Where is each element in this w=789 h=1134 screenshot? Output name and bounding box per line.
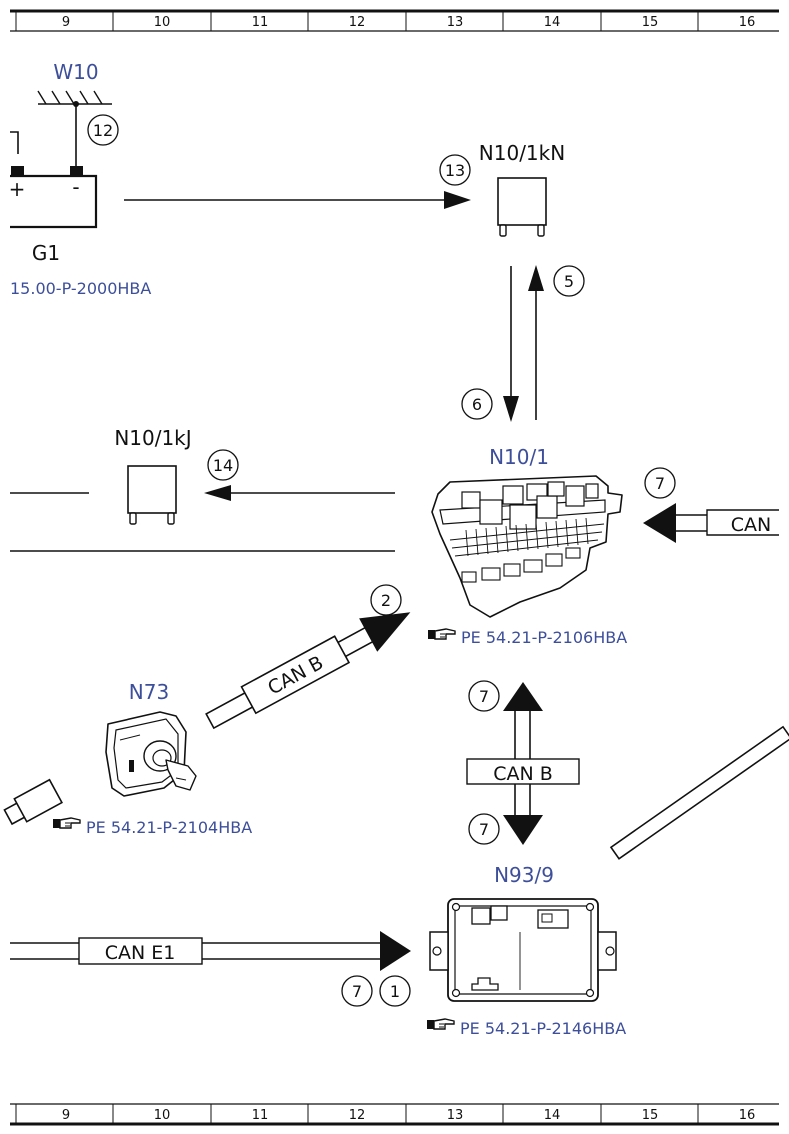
callout-7-up-number: 7 [479,687,489,706]
n10-1-reference: PE 54.21-P-2106HBA [428,628,627,647]
top-column-ruler: 9 10 11 12 13 14 15 16 [10,9,779,32]
ruler-col-10: 10 [154,15,171,30]
callout-13: 13 [439,154,471,186]
ruler-bottom-col-14: 14 [544,1108,561,1123]
callout-7-bottom-number: 7 [352,982,362,1001]
callout-14: 14 [207,449,239,481]
bottom-column-ruler: 9 10 11 12 13 14 15 16 [10,1103,779,1126]
n93-9-reference: PE 54.21-P-2146HBA [427,1018,626,1038]
ruler-bottom-col-10: 10 [154,1108,171,1123]
ruler-bottom-col-12: 12 [349,1108,366,1123]
n10-1-label: N10/1 [489,445,549,469]
w10-ground-point: W10 [37,60,112,170]
callout-7-right-number: 7 [655,474,665,493]
ruler-bottom-col-11: 11 [252,1108,269,1123]
g1-minus-terminal: - [72,175,79,199]
can-b-vertical-label: CAN B [493,763,553,785]
g1-battery: + - G1 15.00-P-2000HBA [9,131,151,298]
g1-reference: 15.00-P-2000HBA [10,279,151,298]
pointing-hand-icon [428,628,456,640]
ruler-col-16: 16 [739,15,756,30]
callout-12: 12 [87,114,119,146]
w10-label: W10 [53,60,98,84]
left-bus-stub [3,778,63,826]
g1-label: G1 [32,241,60,265]
can-b-diagonal-bus: CAN B [205,612,411,730]
g1-plus-terminal: + [9,177,26,201]
n10-1kn-label: N10/1kN [479,141,565,165]
ruler-bottom-col-9: 9 [62,1108,70,1123]
ruler-bottom-col-13: 13 [447,1108,464,1123]
ruler-col-13: 13 [447,15,464,30]
ruler-col-14: 14 [544,15,561,30]
n10-1-to-relay-arrows [503,265,544,422]
ruler-col-15: 15 [642,15,659,30]
can-from-right-arrow: CAN [643,503,779,543]
callout-1-number: 1 [390,982,400,1001]
ruler-col-12: 12 [349,15,366,30]
callout-7-bottom: 7 [341,975,373,1007]
n93-9-module: N93/9 [429,863,617,1002]
n10-1-to-n10-1kj-arrow [10,485,395,552]
ruler-col-11: 11 [252,15,269,30]
callout-7-down-number: 7 [479,820,489,839]
can-e1-label: CAN E1 [105,942,176,964]
ruler-bottom-col-15: 15 [642,1108,659,1123]
n10-1-module: N10/1 [431,445,623,618]
callout-7-down: 7 [468,813,500,845]
pointing-hand-icon [53,817,81,829]
n10-1-reference-text: PE 54.21-P-2106HBA [461,628,627,647]
callout-5: 5 [553,265,585,297]
callout-13-number: 13 [445,161,465,180]
right-diagonal-bus [609,725,789,860]
callout-14-number: 14 [213,456,233,475]
n93-9-label: N93/9 [494,863,554,887]
n73-reference-text: PE 54.21-P-2104HBA [86,818,252,837]
n73-label: N73 [129,680,169,704]
can-b-vertical-bus: CAN B [466,682,580,845]
n10-1kn-relay: N10/1kN [479,141,565,237]
pointing-hand-icon [427,1018,455,1030]
callout-1: 1 [379,975,411,1007]
can-e1-bus: CAN E1 [10,931,411,971]
n73-reference: PE 54.21-P-2104HBA [53,817,252,837]
callout-2: 2 [370,584,402,616]
callout-5-number: 5 [564,272,574,291]
n73-ignition-switch: N73 [105,680,197,797]
n93-9-reference-text: PE 54.21-P-2146HBA [460,1019,626,1038]
ruler-col-9: 9 [62,15,70,30]
can-right-label: CAN [731,514,771,536]
callout-7-right: 7 [644,467,676,499]
callout-12-number: 12 [93,121,113,140]
callout-2-number: 2 [381,591,391,610]
g1-to-n10-1kn-arrow [124,191,471,209]
n10-1kj-relay: N10/1kJ [114,426,192,525]
n10-1kj-label: N10/1kJ [114,426,191,450]
callout-6: 6 [461,388,493,420]
ruler-bottom-col-16: 16 [739,1108,756,1123]
callout-6-number: 6 [472,395,482,414]
callout-7-up: 7 [468,680,500,712]
